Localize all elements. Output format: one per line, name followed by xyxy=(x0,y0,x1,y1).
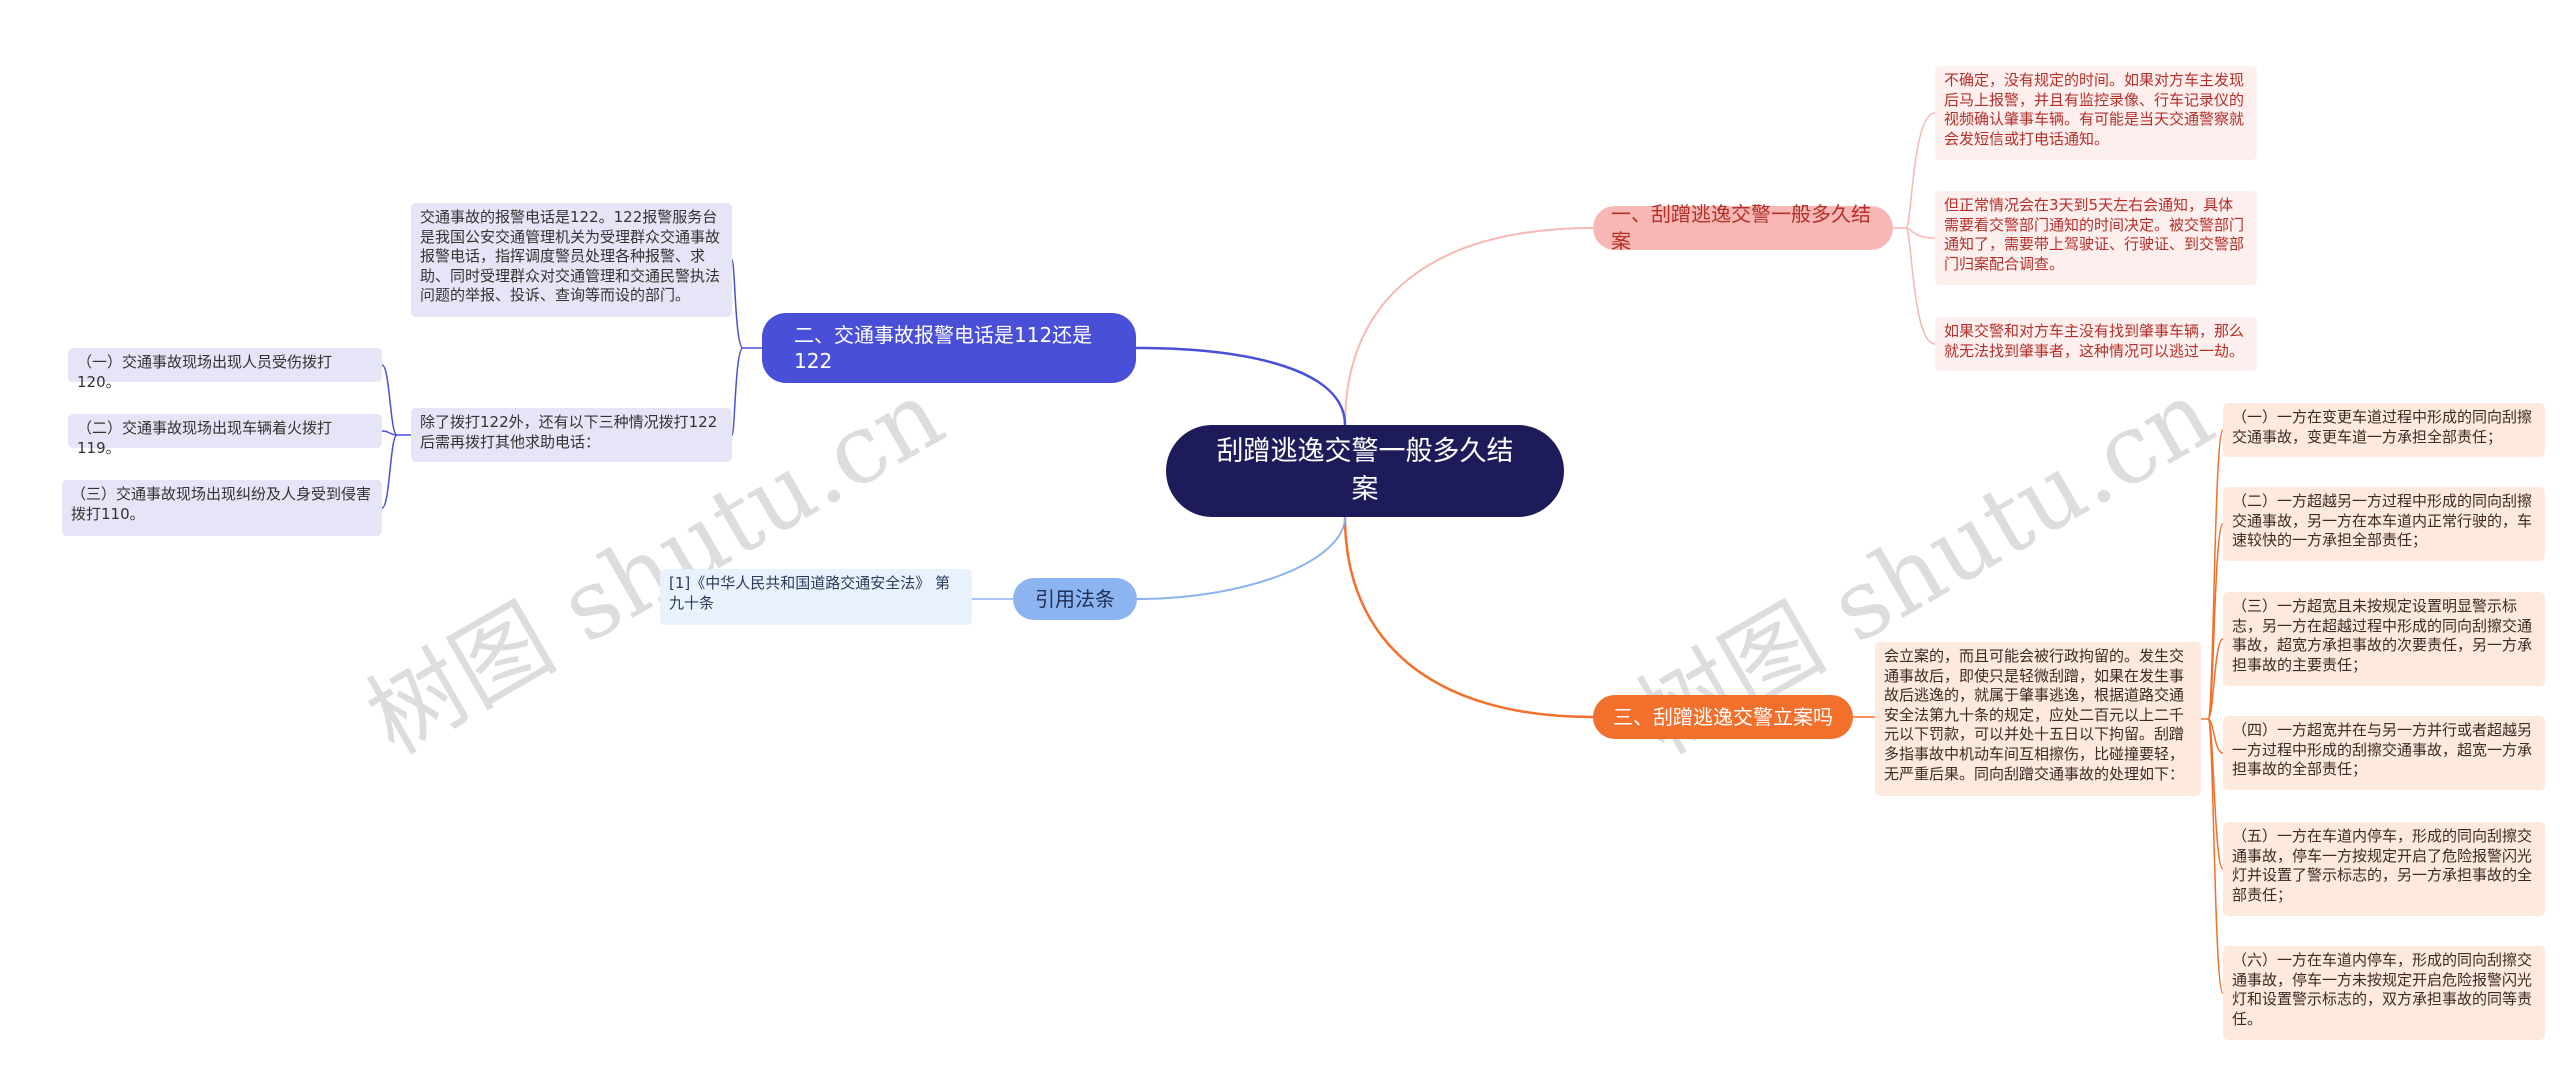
link-root-b1 xyxy=(1344,227,1594,426)
link-b2-2-leaf-2 xyxy=(381,430,398,436)
leaf-vehicle-not-found[interactable]: 如果交警和对方车主没有找到肇事车辆，那么就无法找到肇事者，这种情况可以逃过一劫。 xyxy=(1935,317,2257,371)
link-b1-leaf-1 xyxy=(1905,112,1936,229)
leaf-rule-6[interactable]: （六）一方在车道内停车，形成的同向刮擦交通事故，停车一方未按规定开启危险报警闪光… xyxy=(2223,946,2545,1040)
leaf-rule-3[interactable]: （三）一方超宽且未按规定设置明显警示标志，另一方在超越过程中形成的同向刮擦交通事… xyxy=(2223,592,2545,686)
leaf-rule-2[interactable]: （二）一方超越另一方过程中形成的同向刮擦交通事故，另一方在本车道内正常行驶的，车… xyxy=(2223,487,2545,561)
leaf-other-numbers[interactable]: 除了拨打122外，还有以下三种情况拨打122后需再拨打其他求助电话： xyxy=(411,408,732,462)
leaf-will-file-case[interactable]: 会立案的，而且可能会被行政拘留的。发生交通事故后，即使只是轻微刮蹭，如果在发生事… xyxy=(1875,642,2201,796)
leaf-report-phone-122[interactable]: 交通事故的报警电话是122。122报警服务台是我国公安交通管理机关为受理群众交通… xyxy=(411,203,732,317)
link-b2-2-leaf-3 xyxy=(381,434,398,509)
link-root-b2 xyxy=(1135,346,1347,426)
branch-emergency-number[interactable]: 二、交通事故报警电话是112还是122 xyxy=(762,313,1136,383)
leaf-call-110[interactable]: （三）交通事故现场出现纠纷及人身受到侵害拨打110。 xyxy=(62,480,382,536)
leaf-normal-notify-time[interactable]: 但正常情况会在3天到5天左右会通知，具体需要看交警部门通知的时间决定。被交警部门… xyxy=(1935,191,2257,285)
link-b3-1-sub-6 xyxy=(2207,718,2224,994)
link-b3-1-sub-3 xyxy=(2207,638,2224,720)
leaf-rule-5[interactable]: （五）一方在车道内停车，形成的同向刮擦交通事故，停车一方按规定开启了危险报警闪光… xyxy=(2223,822,2545,916)
link-b3-1-sub-1 xyxy=(2207,429,2224,720)
leaf-rule-4[interactable]: （四）一方超宽并在与另一方并行或者超越另一方过程中形成的刮擦交通事故，超宽一方承… xyxy=(2223,716,2545,790)
branch-cited-law[interactable]: 引用法条 xyxy=(1013,578,1137,620)
link-b2-leaf-1 xyxy=(731,259,744,349)
branch-file-case[interactable]: 三、刮蹭逃逸交警立案吗 xyxy=(1593,695,1853,739)
link-b2-2-leaf-1 xyxy=(381,364,398,436)
link-b2-leaf-2 xyxy=(731,347,744,436)
link-b1-leaf-2 xyxy=(1905,227,1936,239)
leaf-rule-1[interactable]: （一）一方在变更车道过程中形成的同向刮擦交通事故，变更车道一方承担全部责任； xyxy=(2223,403,2545,457)
branch-how-long-to-close-case[interactable]: 一、刮蹭逃逸交警一般多久结案 xyxy=(1593,202,1893,253)
link-root-b3 xyxy=(1343,516,1594,719)
leaf-law-citation[interactable]: [1]《中华人民共和国道路交通安全法》 第九十条 xyxy=(660,569,972,625)
link-b1-leaf-3 xyxy=(1905,227,1936,345)
leaf-case-time-uncertain[interactable]: 不确定，没有规定的时间。如果对方车主发现后马上报警，并且有监控录像、行车记录仪的… xyxy=(1935,66,2257,160)
link-root-b4 xyxy=(1136,516,1346,600)
link-b3-1-sub-2 xyxy=(2207,523,2224,720)
leaf-call-120[interactable]: （一）交通事故现场出现人员受伤拨打120。 xyxy=(68,348,382,391)
leaf-call-119[interactable]: （二）交通事故现场出现车辆着火拨打119。 xyxy=(68,414,382,457)
root-topic[interactable]: 刮蹭逃逸交警一般多久结案 xyxy=(1166,425,1564,517)
